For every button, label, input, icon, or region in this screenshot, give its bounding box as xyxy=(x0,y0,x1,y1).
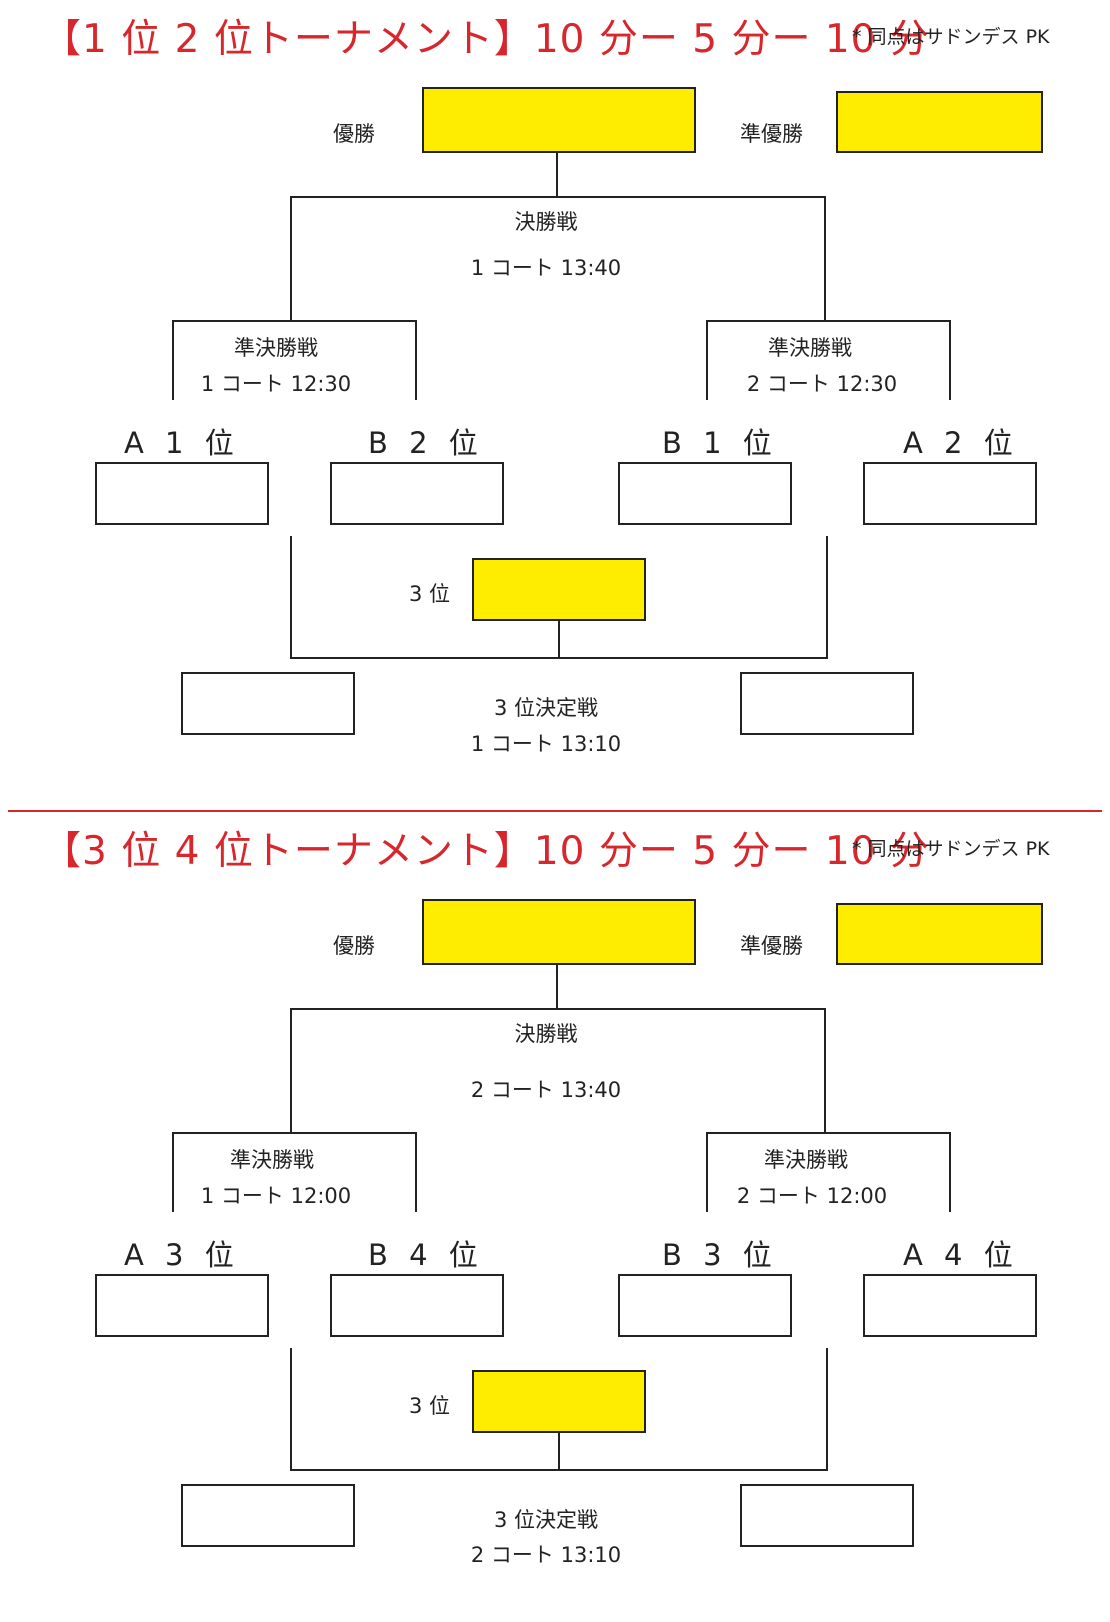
bracket-line xyxy=(706,320,708,400)
bracket-line xyxy=(290,196,826,198)
bracket-line xyxy=(290,536,292,658)
semi-right-label: 準決勝戦 xyxy=(764,1148,848,1172)
winner-label: 優勝 xyxy=(333,934,375,958)
team-box[interactable] xyxy=(330,462,504,525)
bracket-line xyxy=(415,320,417,400)
seed-label: B 1 位 xyxy=(662,426,778,460)
seed-label: B 4 位 xyxy=(368,1238,484,1272)
bracket-line xyxy=(172,320,174,400)
team-box[interactable] xyxy=(618,462,792,525)
bracket-line xyxy=(824,1008,826,1133)
team-box[interactable] xyxy=(95,1274,269,1337)
team-box[interactable] xyxy=(330,1274,504,1337)
third-place-box[interactable] xyxy=(472,558,646,621)
team-box[interactable] xyxy=(181,672,355,735)
seed-label: A 2 位 xyxy=(903,426,1019,460)
tournament-title: 【1 位 2 位トーナメント】10 分ー 5 分ー 10 分 xyxy=(42,17,930,62)
final-time: 2 コート 13:40 xyxy=(470,1078,622,1102)
tournament-title: 【3 位 4 位トーナメント】10 分ー 5 分ー 10 分 xyxy=(42,829,930,874)
bracket-line xyxy=(558,620,560,658)
third-match-time: 2 コート 13:10 xyxy=(470,1543,622,1567)
bracket-line xyxy=(826,1348,828,1470)
team-box[interactable] xyxy=(863,462,1037,525)
team-box[interactable] xyxy=(740,1484,914,1547)
bracket-line xyxy=(415,1132,417,1212)
semi-right-label: 準決勝戦 xyxy=(768,336,852,360)
seed-label: A 1 位 xyxy=(124,426,240,460)
team-box[interactable] xyxy=(181,1484,355,1547)
semi-left-time: 1 コート 12:30 xyxy=(200,372,352,396)
third-place-label: 3 位 xyxy=(409,582,451,606)
third-place-label: 3 位 xyxy=(409,1394,451,1418)
semi-right-time: 2 コート 12:00 xyxy=(736,1184,888,1208)
bracket-line xyxy=(290,1008,292,1133)
bracket-line xyxy=(556,965,558,1008)
bracket-line xyxy=(290,1008,826,1010)
semi-left-time: 1 コート 12:00 xyxy=(200,1184,352,1208)
tiebreak-note: * 同点はサドンデス PK xyxy=(852,838,1050,860)
bracket-line xyxy=(949,320,951,400)
runner-up-box[interactable] xyxy=(836,903,1043,965)
section-divider xyxy=(8,810,1102,812)
bracket-line xyxy=(290,1469,828,1471)
third-match-label: 3 位決定戦 xyxy=(493,1508,599,1532)
third-match-label: 3 位決定戦 xyxy=(493,696,599,720)
bracket-line xyxy=(706,1132,708,1212)
runner-up-box[interactable] xyxy=(836,91,1043,153)
bracket-line xyxy=(290,657,828,659)
final-time: 1 コート 13:40 xyxy=(470,256,622,280)
bracket-line xyxy=(290,196,292,321)
seed-label: A 4 位 xyxy=(903,1238,1019,1272)
bracket-line xyxy=(826,536,828,658)
team-box[interactable] xyxy=(863,1274,1037,1337)
bracket-line xyxy=(172,1132,417,1134)
winner-box[interactable] xyxy=(422,87,696,153)
team-box[interactable] xyxy=(618,1274,792,1337)
final-label: 決勝戦 xyxy=(514,1022,578,1046)
tiebreak-note: * 同点はサドンデス PK xyxy=(852,26,1050,48)
winner-box[interactable] xyxy=(422,899,696,965)
bracket-line xyxy=(949,1132,951,1212)
winner-label: 優勝 xyxy=(333,122,375,146)
seed-label: B 3 位 xyxy=(662,1238,778,1272)
team-box[interactable] xyxy=(95,462,269,525)
tournament-1-2: 【1 位 2 位トーナメント】10 分ー 5 分ー 10 分 * 同点はサドンデ… xyxy=(0,0,1110,810)
third-match-time: 1 コート 13:10 xyxy=(470,732,622,756)
runner-up-label: 準優勝 xyxy=(740,122,803,146)
seed-label: A 3 位 xyxy=(124,1238,240,1272)
bracket-line xyxy=(706,320,951,322)
tournament-3-4: 【3 位 4 位トーナメント】10 分ー 5 分ー 10 分 * 同点はサドンデ… xyxy=(0,812,1110,1622)
bracket-line xyxy=(172,1132,174,1212)
team-box[interactable] xyxy=(740,672,914,735)
bracket-line xyxy=(824,196,826,321)
bracket-line xyxy=(290,1348,292,1470)
third-place-box[interactable] xyxy=(472,1370,646,1433)
runner-up-label: 準優勝 xyxy=(740,934,803,958)
bracket-line xyxy=(558,1432,560,1470)
semi-right-time: 2 コート 12:30 xyxy=(746,372,898,396)
bracket-line xyxy=(556,153,558,196)
semi-left-label: 準決勝戦 xyxy=(230,1148,314,1172)
final-label: 決勝戦 xyxy=(514,210,578,234)
bracket-line xyxy=(706,1132,951,1134)
bracket-line xyxy=(172,320,417,322)
seed-label: B 2 位 xyxy=(368,426,484,460)
semi-left-label: 準決勝戦 xyxy=(234,336,318,360)
